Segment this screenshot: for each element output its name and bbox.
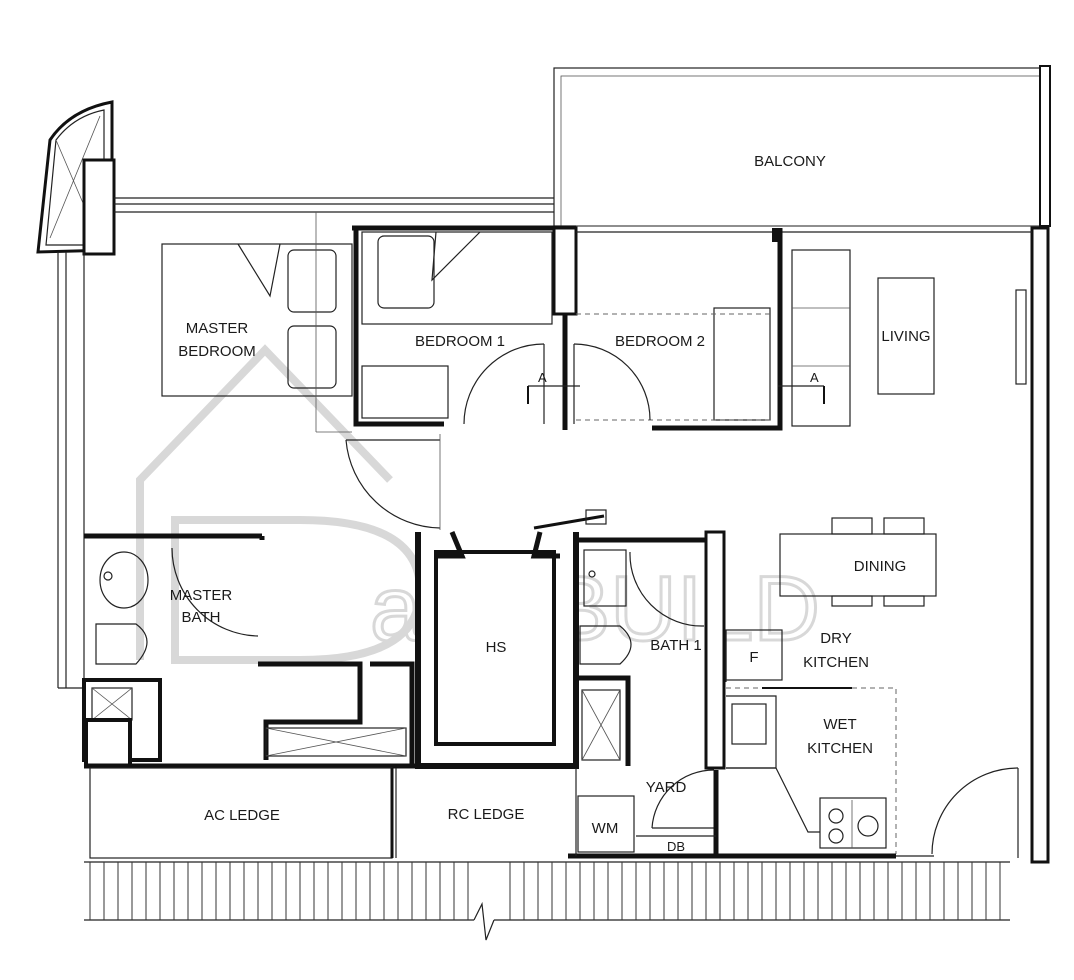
coffee-table	[877, 277, 935, 395]
yard-label: YARD	[646, 779, 687, 796]
left-wall	[57, 252, 90, 689]
yard: YARD	[646, 769, 719, 858]
wet-kitchen-label-2: KITCHEN	[807, 740, 873, 757]
section-mark-right: A	[810, 370, 819, 385]
wardrobe	[713, 307, 771, 421]
bedroom-1-label: BEDROOM 1	[415, 333, 505, 350]
bedroom-1: BEDROOM 1	[352, 225, 576, 427]
master-bedroom-label-1: MASTER	[186, 320, 249, 337]
stove-icon	[819, 797, 887, 849]
master-bath-label-1: MASTER	[170, 587, 233, 604]
fridge-label: F	[749, 649, 758, 666]
distribution-board: DB	[636, 835, 716, 854]
dining-label: DINING	[854, 558, 907, 575]
toilet-icon	[579, 625, 632, 665]
dry-kitchen-label-1: DRY	[820, 630, 851, 647]
bedroom-2-label: BEDROOM 2	[615, 333, 705, 350]
ac-ledge-label: AC LEDGE	[204, 807, 280, 824]
hs-label: HS	[486, 639, 507, 656]
sofa	[791, 249, 851, 427]
bedroom-2: BEDROOM 2	[573, 228, 1032, 431]
master-bed	[161, 243, 353, 397]
master-bath: MASTER BATH	[82, 533, 265, 768]
wardrobe	[361, 365, 449, 419]
ac-ledge: AC LEDGE	[89, 767, 394, 859]
right-wall	[1030, 226, 1050, 864]
rc-ledge-label: RC LEDGE	[448, 806, 525, 823]
household-shelter: HS	[415, 509, 607, 769]
kitchen-sink	[726, 695, 777, 769]
sink-icon	[99, 551, 149, 609]
balcony	[553, 65, 1051, 227]
master-bath-label-2: BATH	[182, 609, 221, 626]
dry-kitchen-label-2: KITCHEN	[803, 654, 869, 671]
master-bedroom-label-2: BEDROOM	[178, 343, 256, 360]
wm-label: WM	[592, 820, 619, 837]
master-bedroom: MASTER BEDROOM	[161, 212, 353, 433]
section-mark-left: A	[538, 370, 547, 385]
living-label: LIVING	[881, 328, 930, 345]
balcony-label: BALCONY	[754, 153, 826, 170]
entrance-door	[896, 767, 1019, 858]
sink-icon	[583, 549, 627, 607]
section-marks: A A	[527, 370, 825, 404]
wet-kitchen-label-1: WET	[823, 716, 856, 733]
pillow-icon	[287, 325, 337, 389]
corridor-door	[345, 434, 441, 530]
living-window	[1015, 289, 1027, 385]
pillow-icon	[377, 235, 435, 309]
rc-ledge: RC LEDGE	[395, 768, 577, 858]
bath-1-label: BATH 1	[650, 637, 701, 654]
wet-kitchen: WET KITCHEN	[726, 687, 897, 854]
planter-railing	[84, 861, 1010, 941]
living: LIVING	[791, 249, 935, 427]
bath-1: BATH 1	[576, 530, 726, 770]
dining: DINING	[779, 517, 937, 607]
db-label: DB	[667, 839, 685, 854]
partition-wall	[552, 226, 578, 316]
pillow-icon	[287, 249, 337, 313]
bay-window	[36, 100, 116, 256]
washing-machine: WM	[577, 795, 635, 853]
top-window	[114, 197, 554, 213]
toilet-icon	[95, 623, 148, 665]
dry-kitchen: F DRY KITCHEN	[725, 629, 869, 682]
